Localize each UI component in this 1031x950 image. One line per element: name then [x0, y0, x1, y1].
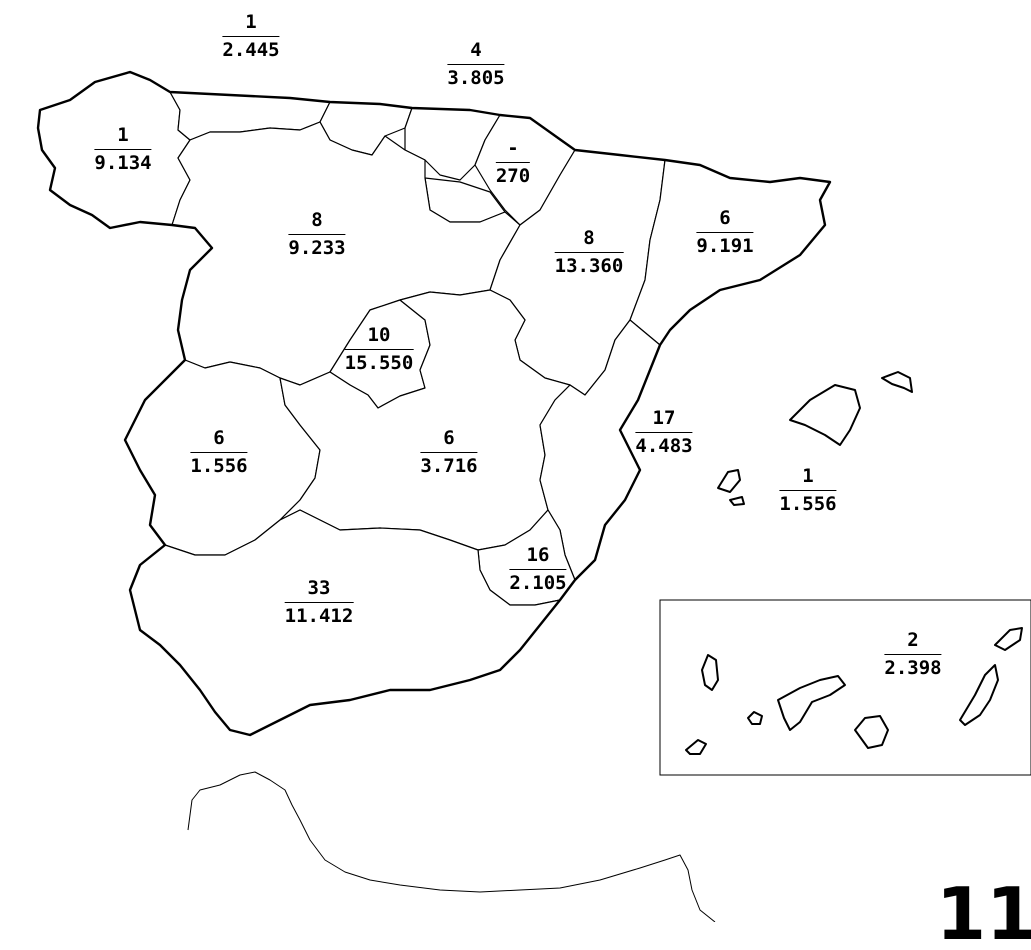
north-africa-coast [187, 771, 716, 922]
island-mallorca[interactable] [789, 384, 861, 446]
island-gomera[interactable] [747, 711, 763, 725]
canary-inset-frame [659, 599, 1031, 776]
canary-inset [659, 599, 1031, 776]
island-formentera[interactable] [729, 496, 745, 506]
balearic-islands [717, 371, 913, 506]
island-gran-canaria[interactable] [854, 715, 889, 749]
island-menorca[interactable] [881, 371, 913, 393]
mainland-regions [37, 71, 831, 736]
label-navarra: -270 [495, 137, 531, 187]
island-tenerife[interactable] [777, 675, 846, 731]
island-hierro[interactable] [685, 739, 707, 755]
coastline [36, 70, 832, 737]
spain-map [36, 70, 1031, 922]
island-la-palma[interactable] [701, 654, 719, 691]
island-ibiza[interactable] [717, 469, 741, 493]
total-number: 11 [936, 878, 1031, 950]
island-fuerteventura[interactable] [959, 664, 999, 726]
island-lanzarote[interactable] [994, 627, 1023, 651]
